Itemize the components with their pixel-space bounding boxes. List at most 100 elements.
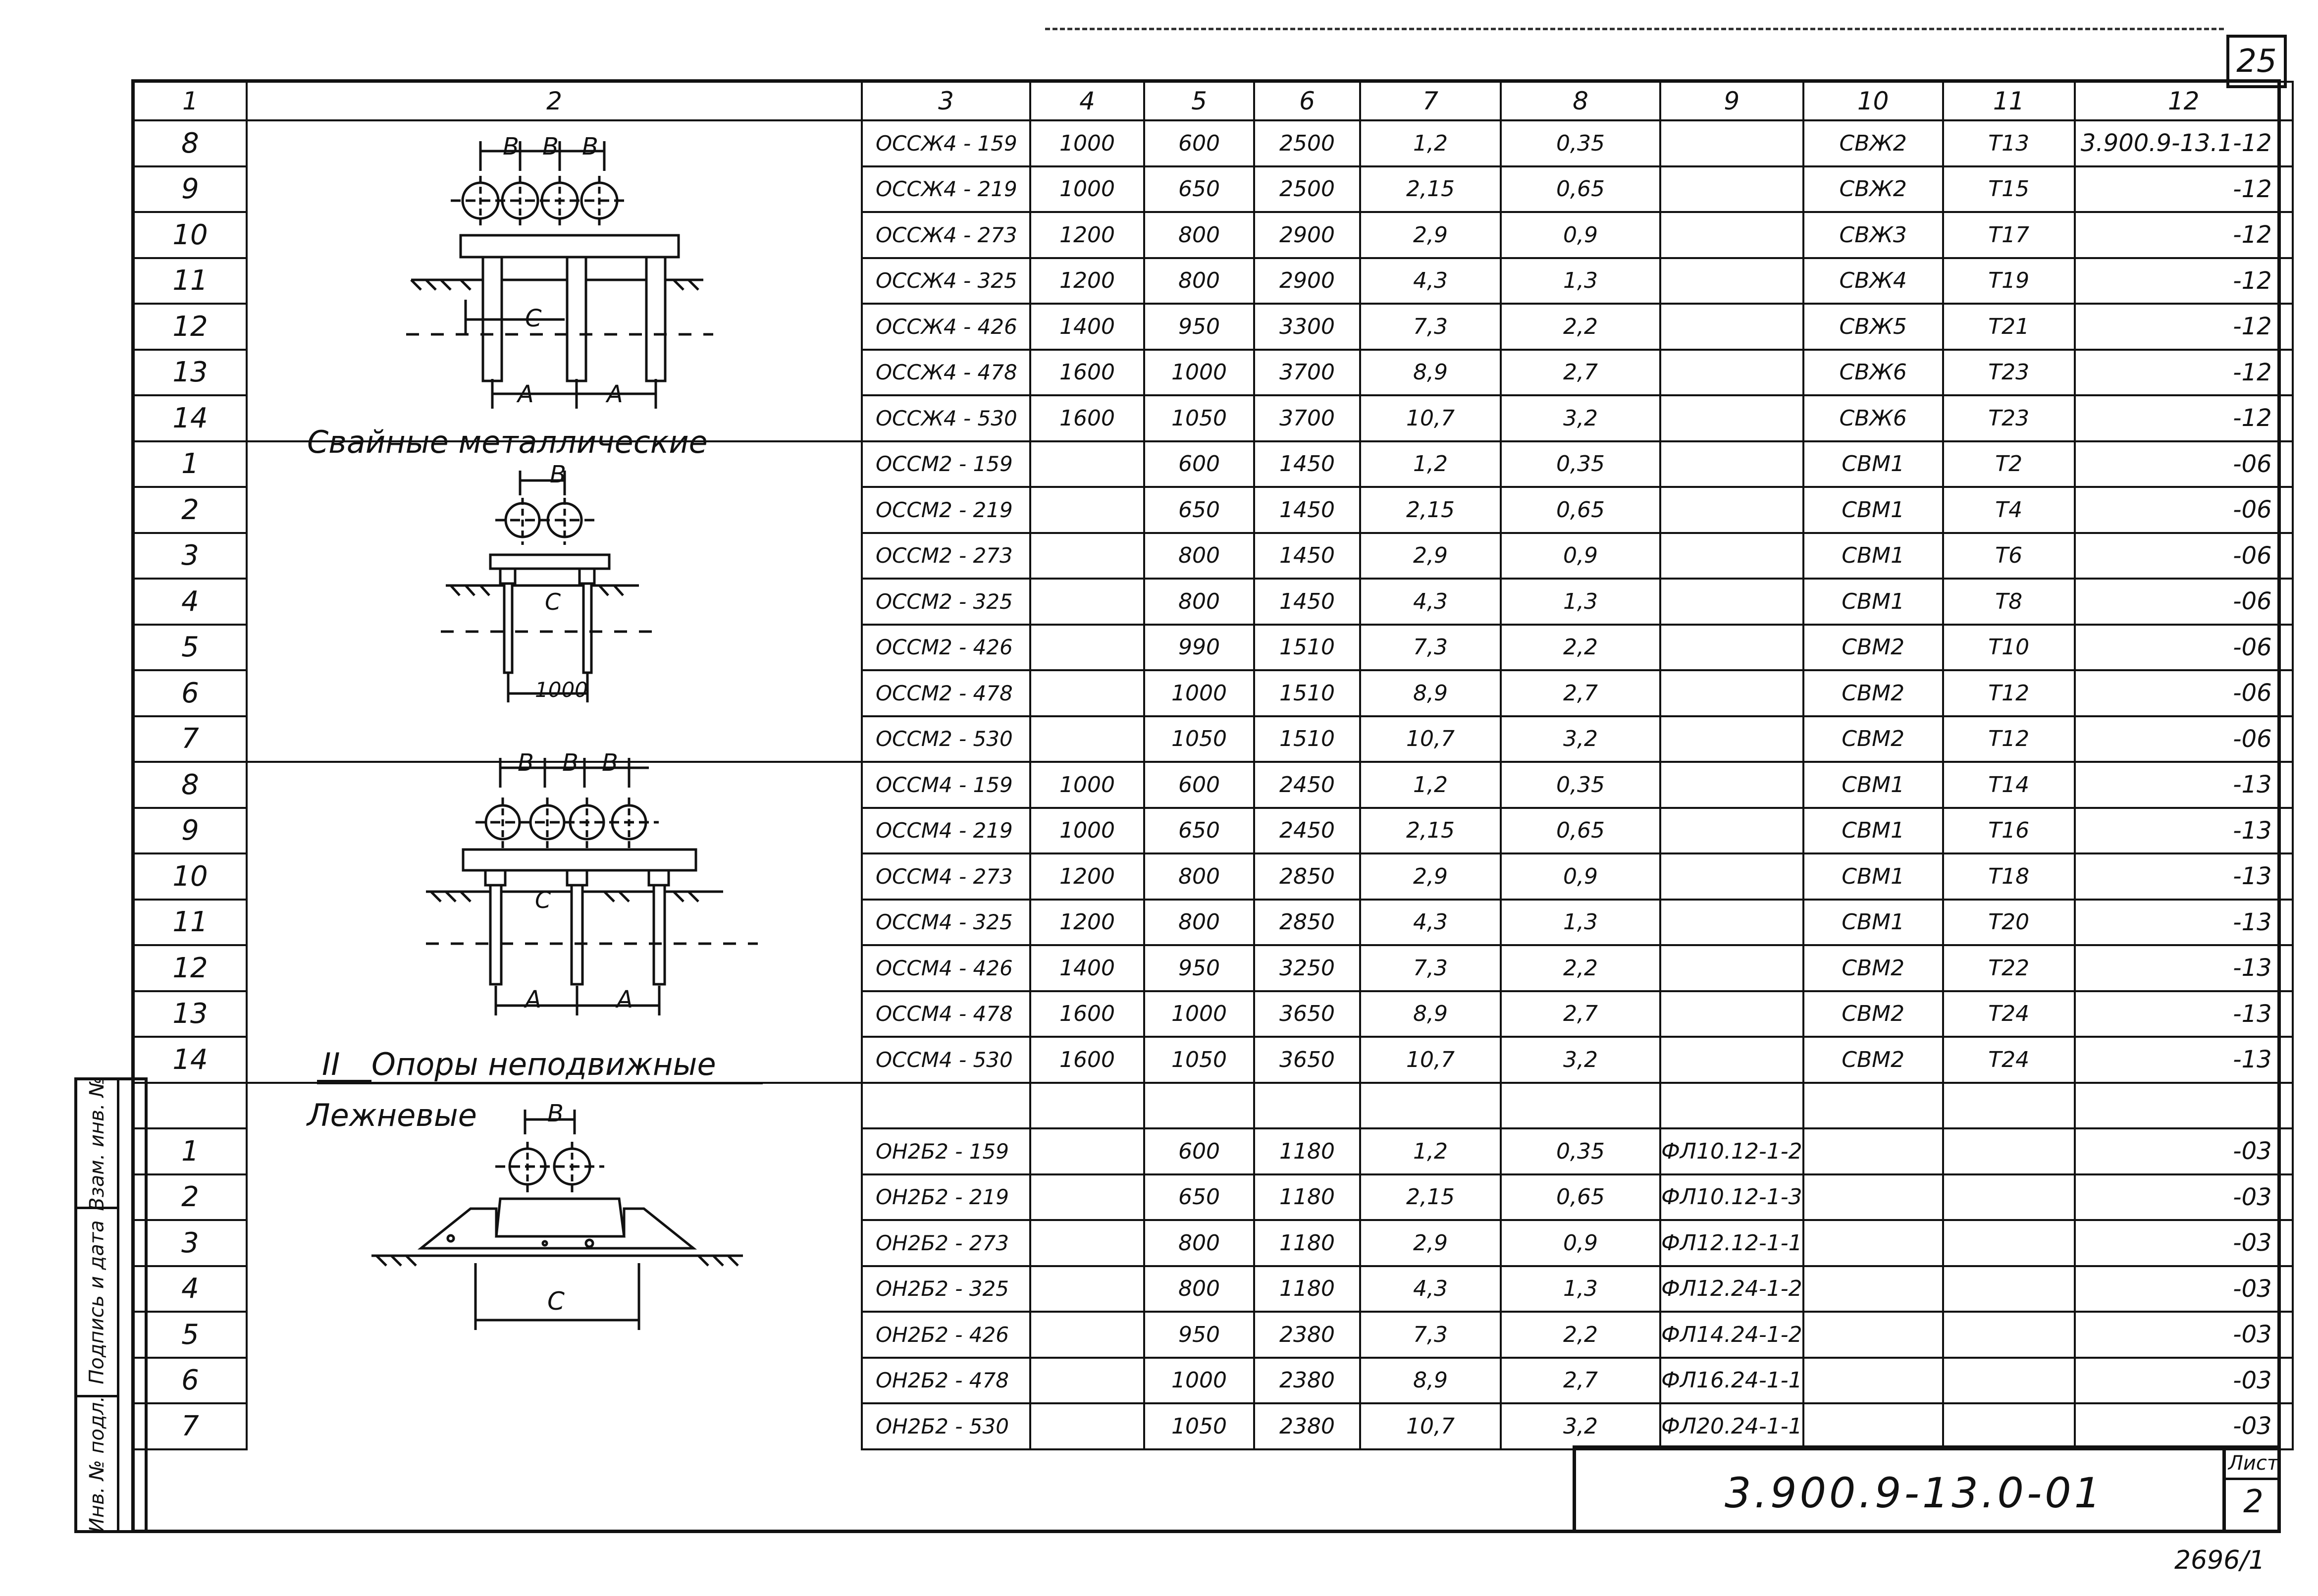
- cell-c9: [1659, 165, 1804, 213]
- cell-c5: 950: [1143, 1311, 1255, 1359]
- cell-c4: 1200: [1029, 211, 1145, 259]
- row-number: 12: [133, 303, 248, 351]
- sidebar-sign-date: Подпись и дата: [77, 1209, 117, 1397]
- cell-c7: 2,15: [1359, 486, 1502, 534]
- cell-c3: ОССМ4 - 426: [861, 944, 1031, 992]
- cell-c8: 0,35: [1500, 440, 1661, 488]
- dim-a-1: А: [518, 380, 534, 408]
- cell-c7: [1359, 1081, 1502, 1129]
- row-number: 7: [133, 1402, 248, 1450]
- cell-c6: 1450: [1253, 486, 1361, 534]
- cell-c4: [1029, 1219, 1145, 1267]
- cell-c4: 1600: [1029, 394, 1145, 442]
- cell-c4: [1029, 1081, 1145, 1129]
- cell-c11: [1942, 1173, 2076, 1221]
- cell-c7: 2,15: [1359, 1173, 1502, 1221]
- row-number: 5: [133, 1311, 248, 1359]
- cell-c5: 600: [1143, 440, 1255, 488]
- cell-c9: [1659, 852, 1804, 901]
- sketch-cell: [246, 440, 863, 487]
- cell-c3: ОН2Б2 - 159: [861, 1127, 1031, 1175]
- cell-c9: ФЛ10.12-1-2: [1659, 1127, 1804, 1175]
- dim-b-1: В: [503, 133, 519, 160]
- cell-c3: ОССМ2 - 325: [861, 578, 1031, 626]
- cell-c7: 4,3: [1359, 898, 1502, 946]
- dim-1000-m2: 1000: [535, 678, 588, 702]
- cell-c7: 8,9: [1359, 669, 1502, 717]
- cell-c7: 8,9: [1359, 348, 1502, 396]
- cell-c4: 1000: [1029, 806, 1145, 854]
- cell-c8: 0,35: [1500, 1127, 1661, 1175]
- header-cell: 6: [1253, 81, 1361, 121]
- cell-c6: 2850: [1253, 898, 1361, 946]
- document-code: 3.900.9-13.0-01: [1725, 1469, 2104, 1517]
- cell-c3: ОССЖ4 - 478: [861, 348, 1031, 396]
- cell-c4: [1029, 486, 1145, 534]
- cell-c8: 2,7: [1500, 990, 1661, 1038]
- cell-c10: СВМ1: [1802, 806, 1944, 854]
- cell-c6: 3700: [1253, 394, 1361, 442]
- cell-c5: 800: [1143, 852, 1255, 901]
- cell-c3: ОССЖ4 - 325: [861, 257, 1031, 305]
- cell-c3: ОССЖ4 - 159: [861, 119, 1031, 167]
- sketch-metal-piles-2: [441, 471, 659, 702]
- dim-a-m4-2: А: [617, 986, 633, 1013]
- cell-c9: ФЛ10.12-1-3: [1659, 1173, 1804, 1221]
- cell-c4: 1000: [1029, 165, 1145, 213]
- cell-c3: ОССМ4 - 325: [861, 898, 1031, 946]
- cell-c9: ФЛ16.24-1-1: [1659, 1356, 1804, 1404]
- cell-c8: 1,3: [1500, 1265, 1661, 1313]
- cell-c5: 600: [1143, 761, 1255, 809]
- dim-b-m4-1: В: [518, 749, 534, 777]
- cell-c4: [1029, 623, 1145, 671]
- cell-c6: 3650: [1253, 990, 1361, 1038]
- cell-c10: СВЖ2: [1802, 165, 1944, 213]
- row-number: 10: [133, 852, 248, 901]
- cell-c4: 1000: [1029, 119, 1145, 167]
- cell-c7: 8,9: [1359, 1356, 1502, 1404]
- cell-c4: [1029, 1402, 1145, 1450]
- cell-c11: [1942, 1311, 2076, 1359]
- cell-c10: СВМ1: [1802, 898, 1944, 946]
- cell-c9: [1659, 486, 1804, 534]
- cell-c3: ОН2Б2 - 530: [861, 1402, 1031, 1450]
- cell-c5: 990: [1143, 623, 1255, 671]
- cell-c12: -06: [2073, 669, 2294, 717]
- cell-c5: 1050: [1143, 394, 1255, 442]
- page-number: 25: [2236, 43, 2277, 80]
- cell-c11: Т23: [1942, 348, 2076, 396]
- cell-c9: [1659, 578, 1804, 626]
- cell-c10: СВМ2: [1802, 669, 1944, 717]
- sketch-cell: [246, 945, 863, 991]
- cell-c10: СВЖ3: [1802, 211, 1944, 259]
- cell-c10: [1802, 1265, 1944, 1313]
- cell-c6: 1510: [1253, 715, 1361, 763]
- cell-c10: СВМ2: [1802, 1036, 1944, 1084]
- cell-c7: 2,9: [1359, 532, 1502, 580]
- cell-c8: 0,9: [1500, 1219, 1661, 1267]
- cell-c12: 3.900.9-13.1-12: [2073, 119, 2294, 167]
- cell-c12: -03: [2073, 1311, 2294, 1359]
- cell-c8: 2,2: [1500, 303, 1661, 351]
- cell-c5: 1050: [1143, 1036, 1255, 1084]
- cell-c6: 2450: [1253, 761, 1361, 809]
- cell-c4: [1029, 1311, 1145, 1359]
- cell-c6: 1510: [1253, 669, 1361, 717]
- row-number: 1: [133, 1127, 248, 1175]
- section-fixed-subtitle: Лежневые: [307, 1097, 477, 1133]
- cell-c11: Т4: [1942, 486, 2076, 534]
- cell-c5: 1050: [1143, 1402, 1255, 1450]
- cell-c5: 650: [1143, 165, 1255, 213]
- cell-c11: Т15: [1942, 165, 2076, 213]
- cell-c11: Т19: [1942, 257, 2076, 305]
- cell-c8: 0,35: [1500, 119, 1661, 167]
- sketch-cell: [246, 1220, 863, 1266]
- sketch-cell: [246, 624, 863, 670]
